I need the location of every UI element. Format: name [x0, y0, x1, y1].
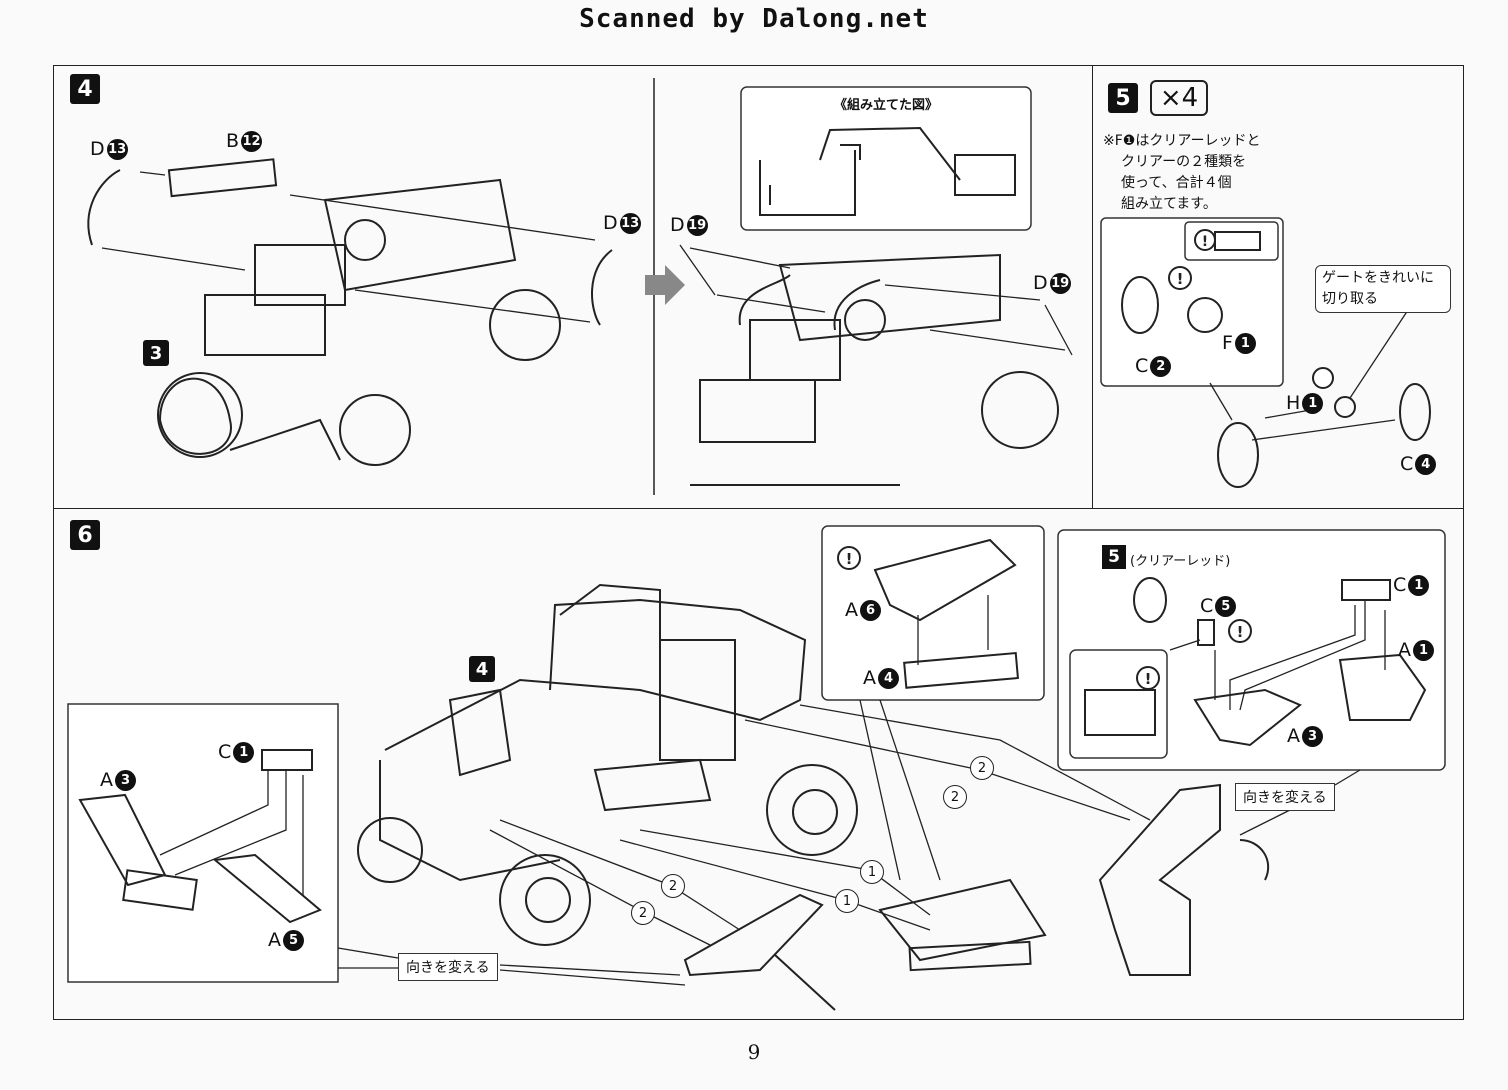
- right-inset-subtitle: (クリアーレッド): [1130, 554, 1231, 569]
- step6-panel: [53, 508, 1464, 1020]
- callout-2: 2: [631, 901, 655, 925]
- step5-multiplier: ×4: [1150, 80, 1208, 116]
- turn-label-right: 向きを変える: [1235, 783, 1335, 811]
- right-inset-badge: 5: [1102, 545, 1126, 569]
- svg-text:!: !: [1145, 670, 1152, 688]
- step5-note: ※F❶はクリアーレッドと クリアーの２種類を 使って、合計４個 組み立てます。: [1103, 133, 1261, 212]
- svg-text:!: !: [846, 550, 853, 568]
- callout-2: 2: [943, 785, 967, 809]
- callout-2: 2: [661, 874, 685, 898]
- turn-label-left: 向きを変える: [398, 953, 498, 981]
- gate-note-box: [1315, 265, 1451, 313]
- gate-note: ゲートをきれいに 切り取る: [1322, 270, 1434, 307]
- step6-sub-badge: 4: [469, 656, 495, 682]
- svg-text:!: !: [1177, 270, 1184, 288]
- svg-text:!: !: [1237, 623, 1244, 641]
- step4-badge: 4: [70, 74, 100, 104]
- callout-1: 1: [860, 860, 884, 884]
- page-number: 9: [747, 1040, 761, 1064]
- svg-text:!: !: [1202, 234, 1208, 250]
- step6-badge: 6: [70, 520, 100, 550]
- callout-1: 1: [835, 889, 859, 913]
- step4-sub-badge: 3: [143, 340, 169, 366]
- step5-badge: 5: [1108, 83, 1138, 113]
- scan-credit: Scanned by Dalong.net: [579, 4, 929, 34]
- callout-2: 2: [970, 756, 994, 780]
- assembled-view-title: 《組み立てた図》: [833, 98, 938, 113]
